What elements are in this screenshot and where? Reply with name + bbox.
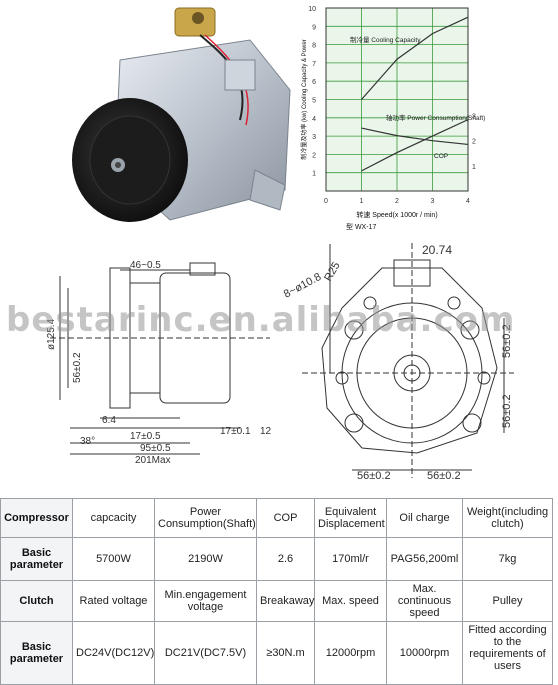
table-cell: capcacity [72,498,155,538]
x-tick-label: 1 [360,198,364,205]
y-tick-label: 8 [312,43,316,50]
x-axis-label: 转速 Speed(x 1000r / min) [356,210,437,219]
table-cell: DC24V(DC12V) [72,621,155,685]
table-cell: PAG56,200ml [386,537,463,581]
chart-labels: 1 2 3 4 5 6 7 8 9 10 0 1 2 3 4 1 2 3 转速 Speed(x 1000r / mi… [300,6,485,231]
dim-56c: 56±0.2 [357,470,391,482]
spec-table: Compressor capcacity Power Consumption(S… [0,498,553,685]
table-cell: 170ml/r [314,537,387,581]
table-cell: Max. continuous speed [386,580,463,622]
series-line [361,119,469,172]
y-tick-label: 1 [312,171,316,178]
table-cell: 7kg [462,537,553,581]
table-cell: Weight(including clutch) [462,498,553,538]
dim-56d: 56±0.2 [427,470,461,482]
x-tick-label: 2 [395,198,399,205]
dim-56: 56±0.2 [72,352,83,383]
y-right-tick-label: 3 [472,114,476,121]
table-row: Basic parameter DC24V(DC12V) DC21V(DC7.5… [0,621,553,685]
table-cell: Equivalent Displacement [314,498,387,538]
dim-17: 17±0.5 [130,431,161,442]
front-view-drawing: 20.74 8~ø10.8 R25 56±0.2 56±0.2 56±0.2 5… [282,238,518,482]
table-cell: 12000rpm [314,621,387,685]
table-cell: 10000rpm [386,621,463,685]
y-right-tick-label: 2 [472,139,476,146]
dim-56b: 56±0.2 [501,394,513,428]
compressor-photo [0,0,300,235]
table-cell: Compressor [0,498,73,538]
y-tick-label: 9 [312,24,316,31]
dim-diameter: ø125.4 [46,318,57,350]
dim-holes: 8~ø10.8 [282,271,323,301]
x-tick-label: 3 [431,198,435,205]
table-cell: ≥30N.m [256,621,315,685]
performance-chart: 1 2 3 4 5 6 7 8 9 10 0 1 2 3 4 1 2 3 转速 Speed(x 1000r / mi… [296,0,558,235]
table-cell: DC21V(DC7.5V) [154,621,257,685]
dim-201: 201Max [135,455,171,466]
dim-17b: 17±0.1 [220,426,251,437]
dim-2074: 20.74 [422,243,452,257]
dim-radius: R25 [322,260,342,283]
table-cell: Pulley [462,580,553,622]
dim-56a: 56±0.2 [501,324,513,358]
y-tick-label: 6 [312,79,316,86]
table-cell: Fitted according to the requirements of … [462,621,553,685]
table-cell: COP [256,498,315,538]
dim-38: 38° [80,436,95,447]
dim-12: 12 [260,426,272,437]
chart-series [361,16,469,172]
y-tick-label: 7 [312,61,316,68]
y-tick-label: 10 [308,6,316,13]
table-cell: Oil charge [386,498,463,538]
table-cell: 5700W [72,537,155,581]
table-cell: Clutch [0,580,73,622]
table-row: Clutch Rated voltage Min.engagement volt… [0,580,553,622]
table-row: Compressor capcacity Power Consumption(S… [0,498,553,538]
table-cell: Max. speed [314,580,387,622]
plot-frame [325,7,469,192]
y-axis-label: 制冷量及功率 (kw) Cooling Capacity & Power [300,39,308,159]
table-cell: 2.6 [256,537,315,581]
chart-axes [325,7,469,192]
table-cell: Basic parameter [0,537,73,581]
y-right-tick-label: 1 [472,164,476,171]
table-cell: 2190W [154,537,257,581]
series-label: 轴功率 Power Consumption(Shaft) [386,113,485,122]
series-line [361,16,469,100]
table-cell: Power Consumption(Shaft) [154,498,257,538]
table-row: Basic parameter 5700W 2190W 2.6 170ml/r … [0,537,553,581]
series-line [361,127,469,146]
dim-64: 6.4 [102,415,116,426]
table-cell: Basic parameter [0,621,73,685]
dim-95: 95±0.5 [140,443,171,454]
y-tick-label: 3 [312,134,316,141]
series-label: 制冷量 Cooling Capacity [350,35,421,44]
table-cell: Breakaway [256,580,315,622]
side-view-drawing: 46~0.5 ø125.4 56±0.2 6.4 17±0.5 95±0.5 2… [40,258,280,468]
x-tick-label: 4 [466,198,470,205]
y-tick-label: 2 [312,152,316,159]
series-label: COP [434,153,448,160]
y-tick-label: 4 [312,116,316,123]
dim-top: 46~0.5 [130,260,161,271]
x-tick-label: 0 [324,198,328,205]
table-cell: Rated voltage [72,580,155,622]
y-tick-label: 5 [312,98,316,105]
model-label: 型 WX-17 [346,222,376,231]
table-cell: Min.engagement voltage [154,580,257,622]
